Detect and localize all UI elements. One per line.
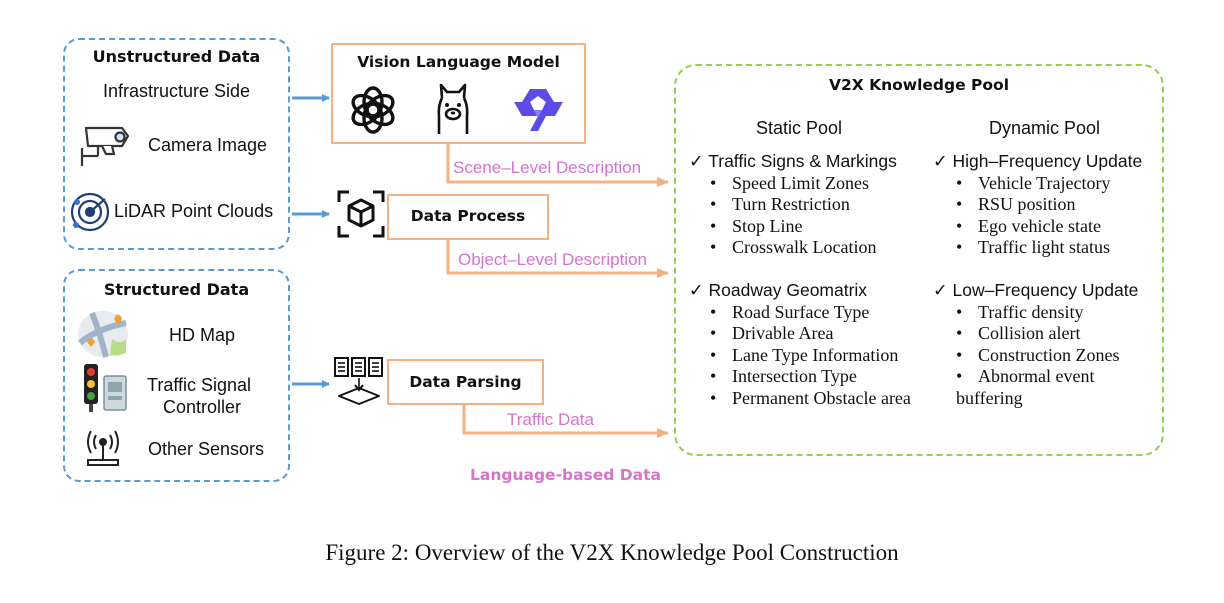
list-item: Abnormal event <box>956 366 1138 388</box>
list-item: Ego vehicle state <box>956 216 1142 238</box>
data-process-title: Data Process <box>410 207 526 225</box>
traffic-light-icon <box>84 364 127 412</box>
traffic-signal-label-line2: Controller <box>163 397 242 417</box>
list-item: Crosswalk Location <box>710 237 897 259</box>
camera-image-label: Camera Image <box>148 135 268 155</box>
dynamic-group-low-frequency: ✓ Low–Frequency Update Traffic density C… <box>933 280 1138 409</box>
qwen-icon <box>514 89 563 131</box>
v2x-knowledge-pool-box <box>674 64 1164 456</box>
vlm-title: Vision Language Model <box>357 53 560 71</box>
dynamic-pool-title: Dynamic Pool <box>989 118 1101 138</box>
lidar-icon <box>70 192 110 232</box>
static-pool-title: Static Pool <box>756 118 843 138</box>
scene-level-description-label: Scene–Level Description <box>453 158 642 177</box>
data-parsing-title: Data Parsing <box>409 373 522 391</box>
list-item: Intersection Type <box>710 366 911 388</box>
list-item: Traffic light status <box>956 237 1142 259</box>
hd-map-label: HD Map <box>169 325 236 345</box>
list-item: RSU position <box>956 194 1142 216</box>
cube-scan-icon <box>337 190 385 238</box>
list-item: Collision alert <box>956 323 1138 345</box>
list-item: Traffic density <box>956 302 1138 324</box>
flow-traffic-data <box>462 405 669 438</box>
infrastructure-side-label: Infrastructure Side <box>102 81 251 101</box>
structured-data-title: Structured Data <box>103 280 250 299</box>
antenna-icon <box>87 430 119 466</box>
documents-icon <box>334 357 383 405</box>
figure-caption: Figure 2: Overview of the V2X Knowledge … <box>325 540 899 565</box>
structured-data-box <box>63 269 290 482</box>
dynamic-group-head: ✓ High–Frequency Update <box>933 151 1143 171</box>
list-item: Road Surface Type <box>710 302 911 324</box>
traffic-signal-label-line1: Traffic Signal <box>147 375 252 395</box>
openai-icon <box>351 86 395 134</box>
list-item: Permanent Obstacle area <box>710 388 911 410</box>
other-sensors-label: Other Sensors <box>148 439 265 459</box>
data-parsing-box <box>387 359 544 405</box>
list-item: Turn Restriction <box>710 194 897 216</box>
list-item-continuation-text: buffering <box>956 387 1023 408</box>
static-group-head: ✓ Roadway Geomatrix <box>689 280 868 300</box>
list-item: Vehicle Trajectory <box>956 173 1142 195</box>
list-item: Speed Limit Zones <box>710 173 897 195</box>
lidar-label: LiDAR Point Clouds <box>114 201 274 221</box>
v2x-knowledge-pool-title: V2X Knowledge Pool <box>828 76 1010 94</box>
dynamic-group-head: ✓ Low–Frequency Update <box>933 280 1139 300</box>
static-group-signs: ✓ Traffic Signs & Markings Speed Limit Z… <box>689 151 897 259</box>
dynamic-group-high-frequency: ✓ High–Frequency Update Vehicle Trajecto… <box>933 151 1142 259</box>
data-process-box <box>387 194 549 240</box>
flow-scene-level <box>446 143 669 187</box>
flow-object-level <box>446 240 669 278</box>
list-item: Stop Line <box>710 216 897 238</box>
unstructured-data-title: Unstructured Data <box>92 47 261 66</box>
list-item: Drivable Area <box>710 323 911 345</box>
camera-icon <box>80 126 130 166</box>
unstructured-data-box <box>63 38 290 250</box>
static-group-roadway: ✓ Roadway Geomatrix Road Surface Type Dr… <box>689 280 911 409</box>
llama-icon <box>437 83 469 134</box>
map-icon <box>78 311 128 358</box>
list-item: Lane Type Information <box>710 345 911 367</box>
language-based-data-label: Language-based Data <box>470 466 661 484</box>
list-item-continuation: buffering <box>956 388 1138 410</box>
list-item: Construction Zones <box>956 345 1138 367</box>
traffic-data-label: Traffic Data <box>507 410 594 429</box>
static-group-head: ✓ Traffic Signs & Markings <box>689 151 897 171</box>
object-level-description-label: Object–Level Description <box>458 250 647 269</box>
